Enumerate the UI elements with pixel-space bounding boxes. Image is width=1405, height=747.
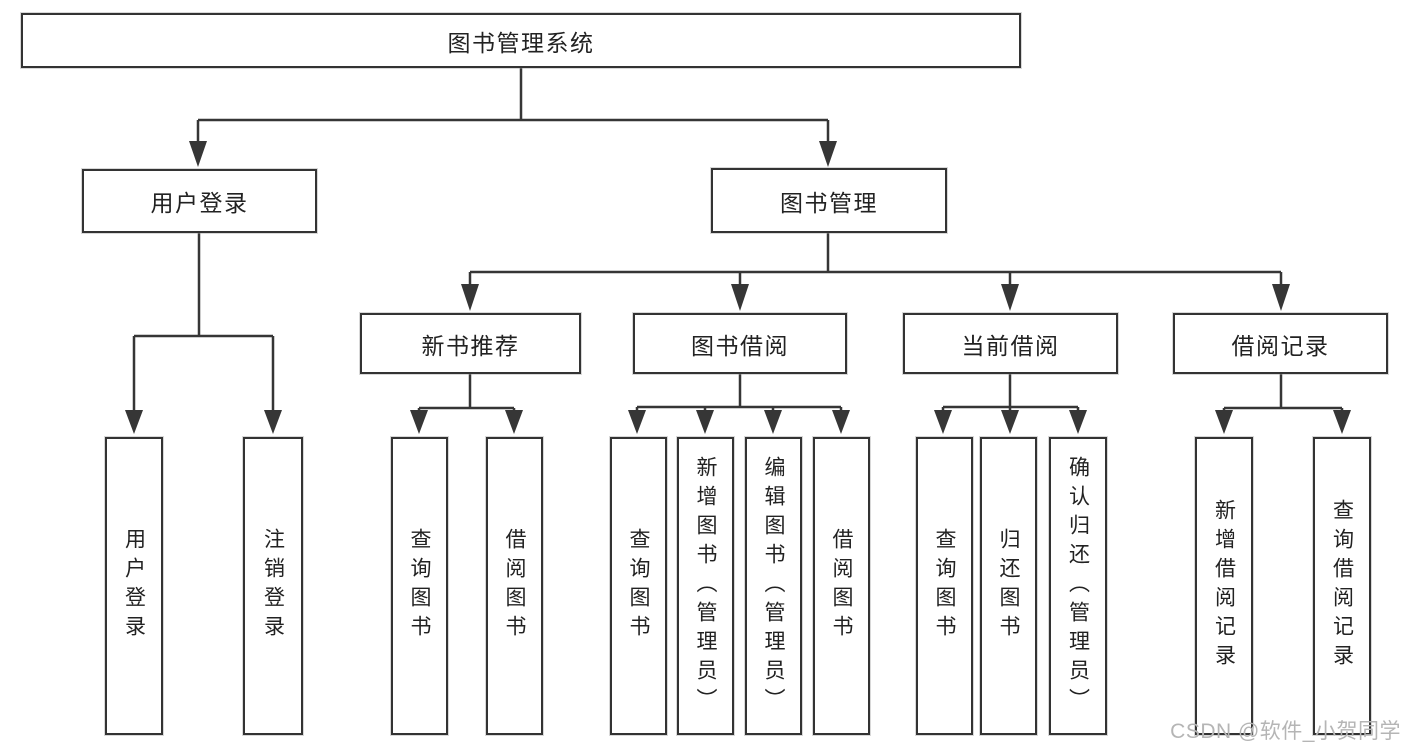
node-book-borrowing: 图书借阅 — [633, 313, 847, 374]
node-user-login-group: 用户登录 — [82, 169, 317, 233]
node-current-confirm-return-admin: 确认归还（管理员） — [1049, 437, 1107, 735]
node-label: 查询图书 — [627, 528, 650, 644]
node-label: 归还图书 — [997, 528, 1020, 644]
node-label: 查询借阅记录 — [1330, 499, 1354, 673]
arrowheads — [125, 141, 1351, 434]
node-current-query-book: 查询图书 — [916, 437, 973, 735]
node-label: 确认归还（管理员） — [1066, 455, 1090, 717]
connector-book-borrowing-children — [635, 374, 843, 414]
node-recommend-query-book: 查询图书 — [391, 437, 448, 735]
node-label: 查询图书 — [933, 528, 956, 644]
node-label: 查询图书 — [408, 528, 431, 644]
node-label: 图书借阅 — [691, 332, 789, 359]
node-label: 新增图书（管理员） — [694, 455, 717, 717]
node-root: 图书管理系统 — [21, 13, 1021, 68]
node-logout: 注销登录 — [243, 437, 303, 735]
node-recommend-borrow-book: 借阅图书 — [486, 437, 543, 735]
node-label: 注销登录 — [261, 528, 285, 644]
node-label: 借阅图书 — [830, 528, 853, 644]
node-label: 编辑图书（管理员） — [762, 455, 785, 717]
node-label: 图书管理系统 — [447, 29, 595, 56]
node-label: 新增借阅记录 — [1212, 499, 1236, 673]
connector-root-to-level2 — [196, 68, 830, 146]
connector-current-borrowing-children — [941, 374, 1080, 414]
node-label: 借阅图书 — [503, 528, 526, 644]
node-label: 借阅记录 — [1231, 332, 1330, 359]
node-borrowing-records: 借阅记录 — [1173, 313, 1388, 374]
csdn-watermark: CSDN @软件_小贺同学 — [1170, 720, 1401, 743]
node-borrowing-borrow-book: 借阅图书 — [813, 437, 870, 735]
node-new-book-recommend: 新书推荐 — [360, 313, 581, 374]
connector-borrowing-records-children — [1222, 374, 1344, 414]
node-records-add-record: 新增借阅记录 — [1195, 437, 1253, 735]
node-label: 图书管理 — [780, 189, 878, 216]
connector-book-management-children — [468, 233, 1283, 290]
node-borrowing-add-book-admin: 新增图书（管理员） — [677, 437, 734, 735]
node-records-query-record: 查询借阅记录 — [1313, 437, 1371, 735]
node-label: 新书推荐 — [421, 332, 520, 359]
node-current-return-book: 归还图书 — [980, 437, 1037, 735]
node-login: 用户登录 — [105, 437, 163, 735]
node-borrowing-query-book: 查询图书 — [610, 437, 667, 735]
node-book-management: 图书管理 — [711, 168, 947, 233]
node-current-borrowing: 当前借阅 — [903, 313, 1118, 374]
node-label: 当前借阅 — [961, 332, 1060, 359]
node-borrowing-edit-book-admin: 编辑图书（管理员） — [745, 437, 802, 735]
connector-user-login-children — [132, 233, 275, 413]
node-label: 用户登录 — [150, 190, 249, 216]
node-label: 用户登录 — [122, 528, 146, 644]
connector-new-book-recommend-children — [417, 374, 516, 414]
